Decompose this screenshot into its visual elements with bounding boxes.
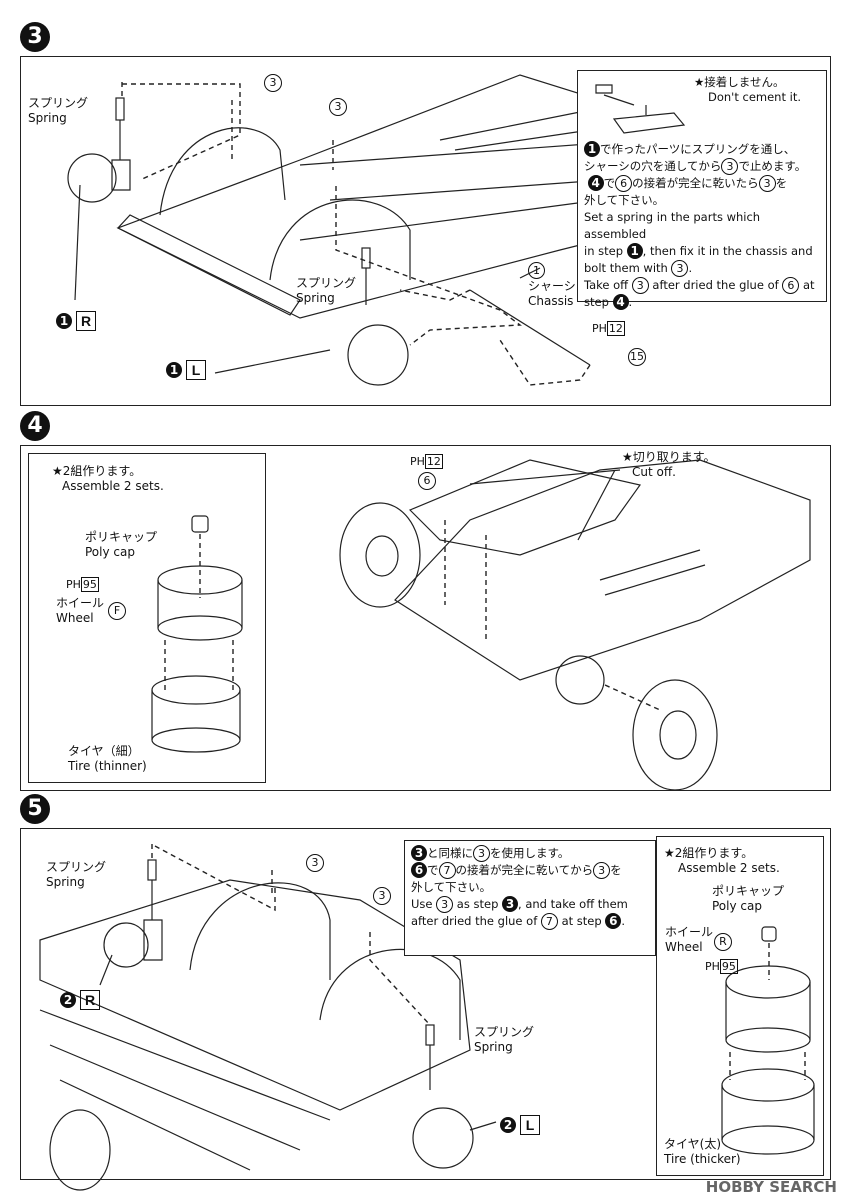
- brake-disc-l-5: [412, 1107, 474, 1169]
- rear-fender-arch: [269, 199, 411, 281]
- wheel-rim-side-5: [725, 982, 811, 1040]
- chassis-rail-5: [39, 1009, 331, 1171]
- tie-rod-path: [399, 289, 591, 386]
- rear-fender-5: [189, 882, 331, 980]
- tire-bottom-5: [721, 1125, 815, 1155]
- assembly-path-r-5: [151, 844, 276, 912]
- front-fender-arch: [159, 127, 286, 216]
- leader-r-5: [99, 954, 113, 986]
- wheel-f-mark: F: [108, 602, 126, 620]
- inset-5-title: ★2組作ります。Assemble 2 sets.: [664, 846, 780, 875]
- tire-thinner-label: タイヤ（細）Tire (thinner): [68, 744, 147, 773]
- wheel-r-mark: R: [714, 933, 732, 951]
- wheel-rim-bottom-5: [725, 1027, 811, 1053]
- front-fender-5: [319, 948, 461, 1040]
- exhaust-muffler: [599, 549, 706, 596]
- polycap: [191, 515, 209, 533]
- wheel-path-front: [604, 684, 661, 711]
- front-spoiler: [117, 214, 301, 316]
- tire-path-5: [729, 1052, 806, 1080]
- part-3-a-callout-5: 3: [306, 854, 324, 872]
- brake-assembly-front: [555, 655, 605, 705]
- spring-r-coil-5: [147, 859, 157, 881]
- tire-side-5: [721, 1085, 815, 1140]
- part-3-b-callout-5: 3: [373, 887, 391, 905]
- wheel-rear-left: [339, 502, 421, 608]
- wheel-rim-bottom: [157, 615, 243, 641]
- cutoff-label: ★切り取ります。Cut off.: [622, 450, 716, 479]
- assembly-path-l: [335, 186, 522, 346]
- callout-connector: [439, 109, 591, 151]
- tire-bottom: [151, 727, 241, 753]
- damper-r: [111, 120, 131, 191]
- part-3-b-callout: 3: [329, 98, 347, 116]
- leader-l: [214, 349, 331, 374]
- leader-l-5: [469, 1121, 497, 1131]
- wheel-rear-left-hub: [365, 535, 399, 577]
- leader-r: [74, 184, 81, 301]
- step-5-inset: [656, 836, 824, 1176]
- part-3-a-callout: 3: [264, 74, 282, 92]
- undertray-plate: [408, 459, 642, 556]
- brake-disc-l: [347, 324, 409, 386]
- polycap-5: [761, 926, 777, 942]
- wheel-rear-5: [49, 1109, 111, 1191]
- no-cement-detail: ★接着しません。 Don't cement it.: [584, 75, 820, 141]
- part-6-callout: 6: [418, 472, 436, 490]
- wheel-rim-side: [157, 580, 243, 628]
- knuckle-r: [67, 153, 117, 203]
- assembly-path-r: [121, 82, 241, 181]
- chassis-body-4: [394, 459, 811, 681]
- step-number-3: 3: [20, 22, 50, 52]
- cutoff-leader: [469, 469, 621, 541]
- step-4-inset: [28, 453, 266, 783]
- wheel-front-right: [632, 679, 718, 791]
- spring-l-coil-5: [425, 1024, 435, 1046]
- wheel-front-right-hub: [659, 710, 697, 760]
- step-number-4: 4: [20, 411, 50, 441]
- inset-4-title: ★2組作ります。Assemble 2 sets.: [52, 464, 164, 493]
- damper-r-5: [143, 880, 163, 961]
- knuckle-r-5: [103, 922, 149, 968]
- step-number-5: 5: [20, 794, 50, 824]
- part-15-callout: 15: [628, 348, 646, 366]
- watermark: HOBBY SEARCH: [705, 1178, 837, 1196]
- tie-rod: [469, 289, 591, 366]
- tire-side: [151, 690, 241, 740]
- tire-thicker-label: タイヤ(太)Tire (thicker): [664, 1137, 741, 1166]
- assembly-path-l-5: [369, 932, 431, 1026]
